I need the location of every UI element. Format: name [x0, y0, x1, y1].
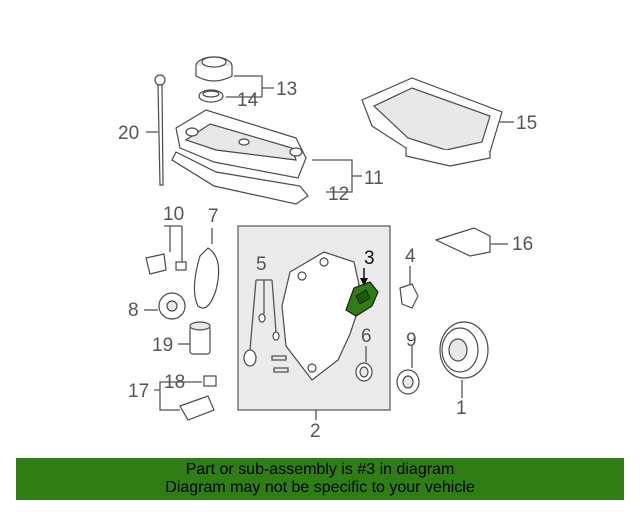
part-idler: [396, 369, 420, 395]
part-sensor: [145, 253, 187, 275]
part-dipstick: [154, 74, 166, 186]
callout-3: 3: [364, 248, 375, 269]
part-crankshaft-pulley: [439, 321, 489, 379]
callout-19: 19: [152, 335, 173, 356]
part-o-rings: [243, 313, 289, 373]
part-knock-sensor: [179, 395, 215, 421]
parts-diagram: 13 14 20 11 12 15 10 7: [118, 56, 537, 442]
callout-20: 20: [118, 123, 139, 144]
banner-line-1: Part or sub-assembly is #3 in diagram: [185, 461, 455, 478]
callout-14: 14: [237, 90, 259, 111]
callout-1: 1: [456, 398, 467, 419]
callout-5: 5: [256, 254, 267, 275]
callout-12: 12: [328, 184, 349, 205]
callout-16: 16: [512, 234, 533, 255]
part-sprocket: [158, 292, 186, 320]
callout-7: 7: [208, 206, 219, 227]
callout-6: 6: [361, 326, 372, 347]
callout-11: 11: [364, 168, 384, 189]
part-cap-gasket: [198, 89, 224, 103]
callout-17: 17: [128, 381, 149, 402]
part-timing-chain: [193, 228, 220, 309]
part-oil-seal: [355, 362, 373, 382]
callout-9: 9: [406, 330, 417, 351]
part-3-highlighted: [345, 281, 379, 317]
callout-2: 2: [310, 421, 321, 442]
callout-8: 8: [128, 300, 139, 321]
part-timing-chain-cover: [281, 251, 363, 381]
callout-15: 15: [516, 113, 537, 134]
part-cover-plate: [434, 227, 491, 257]
part-oil-pan: [361, 77, 503, 167]
part-oil-filter: [189, 321, 211, 355]
banner-line-2: Diagram may not be specific to your vehi…: [165, 479, 475, 496]
info-banner: Part or sub-assembly is #3 in diagram Di…: [16, 458, 624, 500]
part-valve-cover-gasket: [171, 151, 309, 205]
callout-10: 10: [163, 204, 184, 225]
part-valve-cover: [175, 109, 307, 179]
callout-13: 13: [276, 79, 297, 100]
part-oil-filler-cap: [195, 56, 233, 82]
part-oil-pressure-switch: [203, 375, 217, 387]
callout-4: 4: [405, 246, 416, 267]
part-cap: [399, 283, 419, 309]
callout-18: 18: [164, 372, 185, 393]
